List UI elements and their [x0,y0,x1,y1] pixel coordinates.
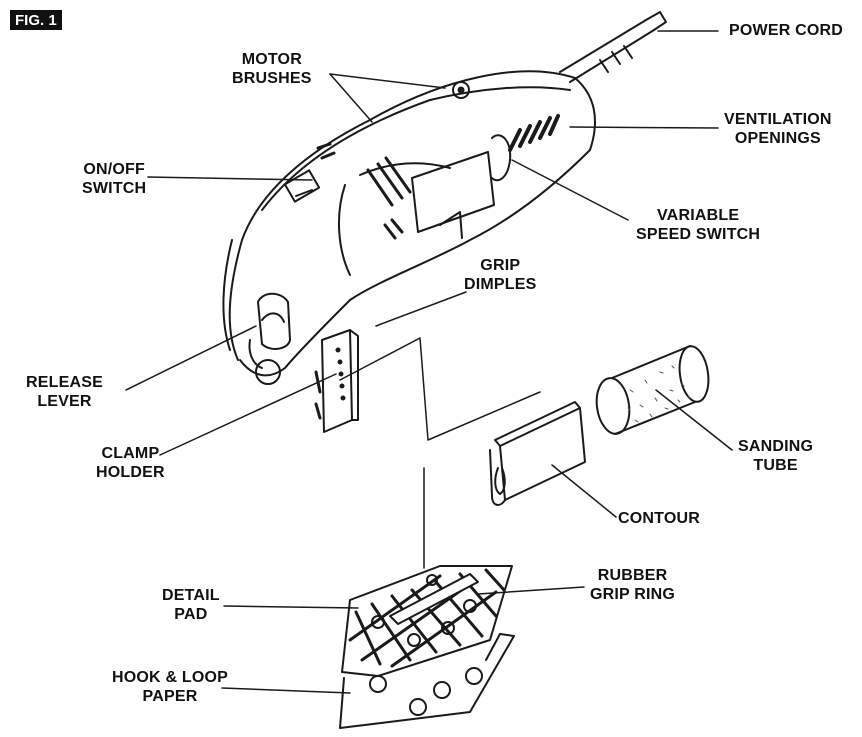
label-motor-brushes: MOTOR BRUSHES [232,50,312,88]
label-on-off-switch: ON/OFF SWITCH [82,160,146,198]
label-motor-brushes-line2: BRUSHES [232,70,312,87]
label-hook-loop-paper: HOOK & LOOP PAPER [112,668,228,706]
label-release-lever: RELEASE LEVER [26,373,103,411]
label-grip-dimples: GRIP DIMPLES [464,256,537,294]
label-clamp-holder: CLAMP HOLDER [96,444,165,482]
label-on-off-switch-line2: SWITCH [82,180,147,197]
power-cord-drawing [559,11,667,83]
label-hook-loop-paper-line2: PAPER [142,688,198,705]
label-detail-pad-line1: DETAIL [162,587,220,604]
label-hook-loop-paper-line1: HOOK & LOOP [112,669,228,686]
detail-pad-drawing [341,565,513,677]
release-lever-drawing [248,292,291,385]
sanding-tube-drawing [595,345,710,435]
label-release-lever-line1: RELEASE [26,374,103,391]
label-rubber-grip-ring: RUBBER GRIP RING [590,566,675,604]
label-power-cord-line: POWER CORD [729,22,843,39]
label-power-cord: POWER CORD [729,21,843,40]
label-variable-speed-switch-line2: SPEED SWITCH [636,226,761,243]
label-variable-speed-switch-line1: VARIABLE [657,207,740,224]
label-sanding-tube-line1: SANDING [738,438,814,455]
label-sanding-tube-line2: TUBE [753,457,798,474]
label-contour-line: CONTOUR [618,510,700,527]
contour-drawing [489,401,586,506]
assembly-connector-line [339,337,541,441]
leader-lines [125,30,733,694]
label-variable-speed-switch: VARIABLE SPEED SWITCH [636,206,760,244]
clamp-holder-drawing [314,329,359,433]
label-ventilation-openings-line2: OPENINGS [734,130,821,147]
label-ventilation-openings-line1: VENTILATION [724,111,832,128]
label-on-off-switch-line1: ON/OFF [83,161,145,178]
label-rubber-grip-ring-line2: GRIP RING [590,586,676,603]
label-detail-pad-line2: PAD [174,606,208,623]
label-grip-dimples-line2: DIMPLES [464,276,537,293]
label-clamp-holder-line2: HOLDER [96,464,165,481]
label-contour: CONTOUR [618,509,700,528]
sander-body [222,70,596,377]
label-rubber-grip-ring-line1: RUBBER [597,567,668,584]
label-sanding-tube: SANDING TUBE [738,437,813,475]
hook-loop-paper-drawing [339,633,515,729]
label-grip-dimples-line1: GRIP [480,257,521,274]
label-detail-pad: DETAIL PAD [162,586,220,624]
label-ventilation-openings: VENTILATION OPENINGS [724,110,832,148]
label-clamp-holder-line1: CLAMP [101,445,160,462]
label-release-lever-line2: LEVER [37,393,92,410]
figure-label: FIG. 1 [10,10,62,30]
label-motor-brushes-line1: MOTOR [241,51,302,68]
